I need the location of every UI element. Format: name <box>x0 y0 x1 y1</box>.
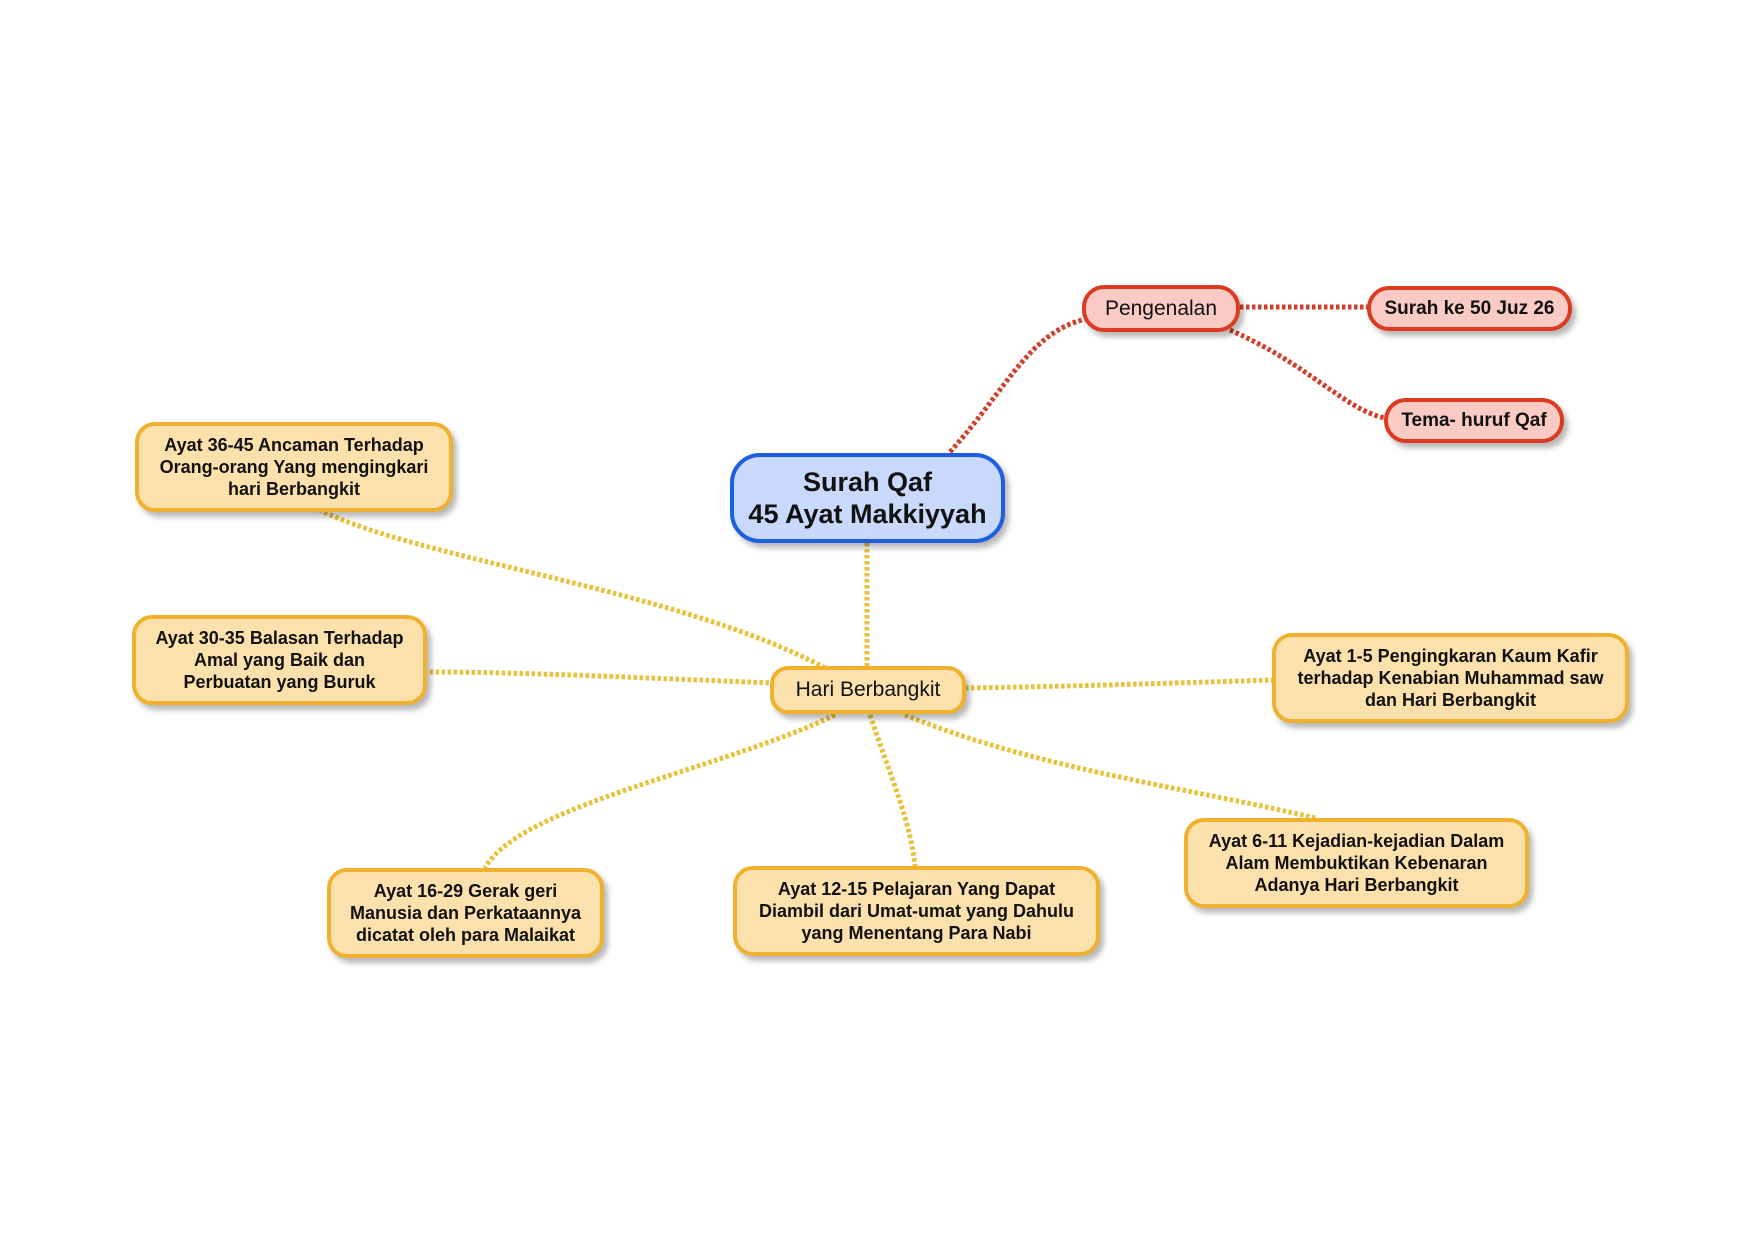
central-topic-line-2: 45 Ayat Makkiyyah <box>748 499 987 529</box>
subtopic-ayat-6-11[interactable]: Ayat 6-11 Kejadian-kejadian Dalam Alam M… <box>1184 818 1529 908</box>
subtopic-ayat-16-29[interactable]: Ayat 16-29 Gerak geri Manusia dan Perkat… <box>327 868 604 958</box>
subtopic-surah-ke-50-juz-26[interactable]: Surah ke 50 Juz 26 <box>1367 286 1572 331</box>
subtopic-ayat-36-45[interactable]: Ayat 36-45 Ancaman Terhadap Orang-orang … <box>135 422 453 512</box>
link-hub-ayat-6-11 <box>904 712 1316 821</box>
topic-hari-berbangkit[interactable]: Hari Berbangkit <box>770 666 966 714</box>
topic-pengenalan[interactable]: Pengenalan <box>1082 285 1240 332</box>
subtopic-tema-huruf-qaf[interactable]: Tema- huruf Qaf <box>1384 398 1564 443</box>
link-hub-ayat-1-5 <box>964 677 1276 691</box>
link-hub-ayat-36-45 <box>318 507 827 671</box>
subtopic-ayat-30-35[interactable]: Ayat 30-35 Balasan Terhadap Amal yang Ba… <box>132 615 427 705</box>
link-hub-ayat-12-15 <box>867 714 918 869</box>
link-hub-ayat-30-35 <box>424 669 776 686</box>
link-hub-ayat-16-29 <box>482 712 837 870</box>
central-topic-surah-qaf[interactable]: Surah Qaf 45 Ayat Makkiyyah <box>730 453 1005 543</box>
link-pengenalan-tema <box>1228 327 1386 421</box>
subtopic-ayat-1-5[interactable]: Ayat 1-5 Pengingkaran Kaum Kafir terhada… <box>1272 633 1629 723</box>
subtopic-ayat-12-15[interactable]: Ayat 12-15 Pelajaran Yang Dapat Diambil … <box>733 866 1100 956</box>
link-root-pengenalan <box>948 315 1091 454</box>
central-topic-line-1: Surah Qaf <box>802 467 933 497</box>
